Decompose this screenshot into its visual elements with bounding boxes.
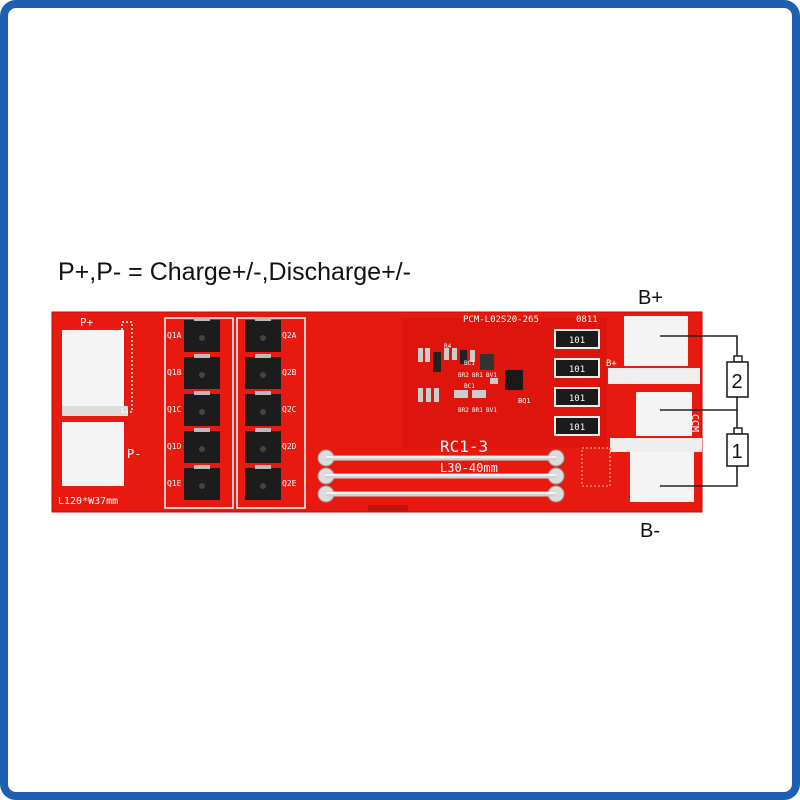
b-plus-label: B+: [638, 287, 664, 309]
mosfet-label: Q2E: [282, 479, 297, 488]
silk-small-5: BC1: [464, 383, 475, 390]
ic-chip: [505, 370, 523, 390]
caption-text: P+,P- = Charge+/-,Discharge+/-: [58, 258, 411, 286]
silk-ic: BQ1: [518, 397, 531, 405]
mosfet-mark: [260, 409, 266, 415]
mosfet-label: Q1B: [167, 368, 182, 377]
resistor-101: [554, 416, 600, 436]
mosfet-mark: [199, 446, 205, 452]
pad-ccm: [636, 392, 692, 436]
pad-p-minus: [62, 422, 124, 486]
resistor-101: [554, 329, 600, 349]
mosfet-label: Q2B: [282, 368, 297, 377]
cell-1-number: 1: [731, 441, 742, 463]
mosfet-tab: [255, 428, 271, 432]
silk-p-minus: P-: [127, 447, 141, 461]
mosfet-tab: [255, 391, 271, 395]
mosfet-label: Q1A: [167, 331, 182, 340]
silk-ccm: CCM: [689, 414, 700, 432]
mosfet-tab: [255, 465, 271, 469]
mosfet-label: Q1D: [167, 442, 182, 451]
b-minus-label: B-: [640, 520, 660, 542]
mosfet-mark: [260, 372, 266, 378]
cell-2-number: 2: [731, 371, 742, 393]
silk-p-plus: P+: [80, 316, 94, 329]
mosfet-tab: [255, 317, 271, 321]
mosfet-mark: [260, 335, 266, 341]
silk-small-1: BC1: [464, 360, 475, 367]
silk-small-8: BV1: [486, 407, 497, 414]
pad-p-plus: [62, 330, 124, 412]
cell-2: 2: [726, 355, 749, 398]
silk-date-code: 0811: [576, 315, 598, 325]
resistor-code: 101: [569, 394, 585, 404]
mosfet-label: Q1E: [167, 479, 182, 488]
resistor-code: 101: [569, 365, 585, 375]
pad-b-minus: [630, 452, 694, 502]
mosfet-mark: [199, 409, 205, 415]
silk-size: L120*W37mm: [58, 496, 118, 507]
cell-wiring: [660, 335, 738, 487]
resistor-code: 101: [569, 336, 585, 346]
mosfet-label: Q2C: [282, 405, 297, 414]
mosfet-mark: [260, 483, 266, 489]
silk-small-3: BR1: [472, 372, 483, 379]
mosfet-mark: [199, 335, 205, 341]
mosfet-label: Q1C: [167, 405, 182, 414]
silk-small-0: R4: [444, 343, 452, 350]
silk-shunt-size: L30-40mm: [440, 461, 498, 475]
mosfet-mark: [199, 372, 205, 378]
mosfet-tab: [194, 354, 210, 358]
silk-small-6: BR2: [458, 407, 469, 414]
cell-1: 1: [726, 427, 749, 467]
mosfet-mark: [260, 446, 266, 452]
mosfet-tab: [194, 317, 210, 321]
pad-b-plus: [624, 316, 688, 366]
silk-b-plus: B+: [606, 359, 617, 369]
mosfet-tab: [194, 391, 210, 395]
silk-small-7: BR1: [472, 407, 483, 414]
silk-part-number: PCM-L02S20-265: [463, 315, 539, 325]
resistor-101: [554, 387, 600, 407]
mosfet-tab: [194, 465, 210, 469]
silk-small-2: BR2: [458, 372, 469, 379]
mosfet-label: Q2A: [282, 331, 297, 340]
resistor-code: 101: [569, 423, 585, 433]
shunt-resistors: [317, 449, 565, 503]
mosfet-tab: [255, 354, 271, 358]
silk-shunt: RC1-3: [440, 437, 488, 456]
mosfet-tab: [194, 428, 210, 432]
mosfet-label: Q2D: [282, 442, 297, 451]
resistor-101: [554, 358, 600, 378]
silk-small-4: BV1: [486, 372, 497, 379]
mosfet-mark: [199, 483, 205, 489]
